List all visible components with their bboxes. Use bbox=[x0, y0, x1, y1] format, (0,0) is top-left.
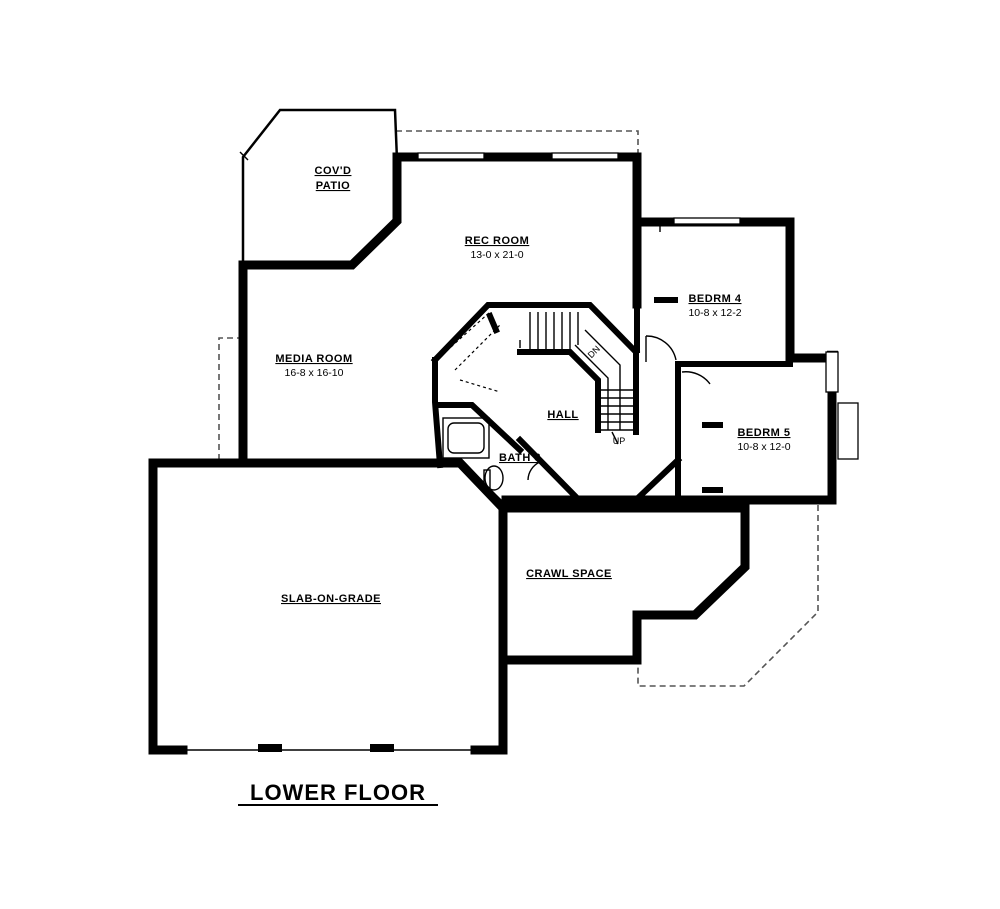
bedrm5-label: BEDRM 5 bbox=[737, 427, 790, 439]
bedrm5-dims: 10-8 x 12-0 bbox=[737, 441, 790, 453]
dashed-outlines bbox=[218, 130, 819, 687]
media-room-label: MEDIA ROOM bbox=[275, 353, 352, 365]
bedrm4-label: BEDRM 4 bbox=[688, 293, 741, 305]
stair-up-label: UP bbox=[613, 436, 626, 446]
interior-details bbox=[434, 219, 723, 493]
covd-patio-label-line1: COV'D bbox=[315, 165, 352, 177]
crawl-space-label: CRAWL SPACE bbox=[526, 568, 612, 580]
stair-treads bbox=[517, 312, 639, 445]
rec-room-label: REC ROOM bbox=[465, 235, 530, 247]
plan-title: LOWER FLOOR bbox=[250, 780, 426, 805]
bedrm4-dims: 10-8 x 12-2 bbox=[688, 307, 741, 319]
exterior-walls bbox=[148, 152, 859, 755]
bath3-label: BATH 3 bbox=[499, 452, 541, 464]
covd-patio-label-line2: PATIO bbox=[316, 180, 350, 192]
windows bbox=[417, 152, 741, 225]
slab-on-grade-label: SLAB-ON-GRADE bbox=[281, 593, 381, 605]
hall-label: HALL bbox=[547, 409, 578, 421]
rec-room-dims: 13-0 x 21-0 bbox=[470, 249, 523, 261]
covd-patio-outline bbox=[239, 108, 399, 265]
room-labels: COV'D PATIO REC ROOM 13-0 x 21-0 MEDIA R… bbox=[275, 165, 790, 605]
media-room-dims: 16-8 x 16-10 bbox=[285, 367, 344, 379]
